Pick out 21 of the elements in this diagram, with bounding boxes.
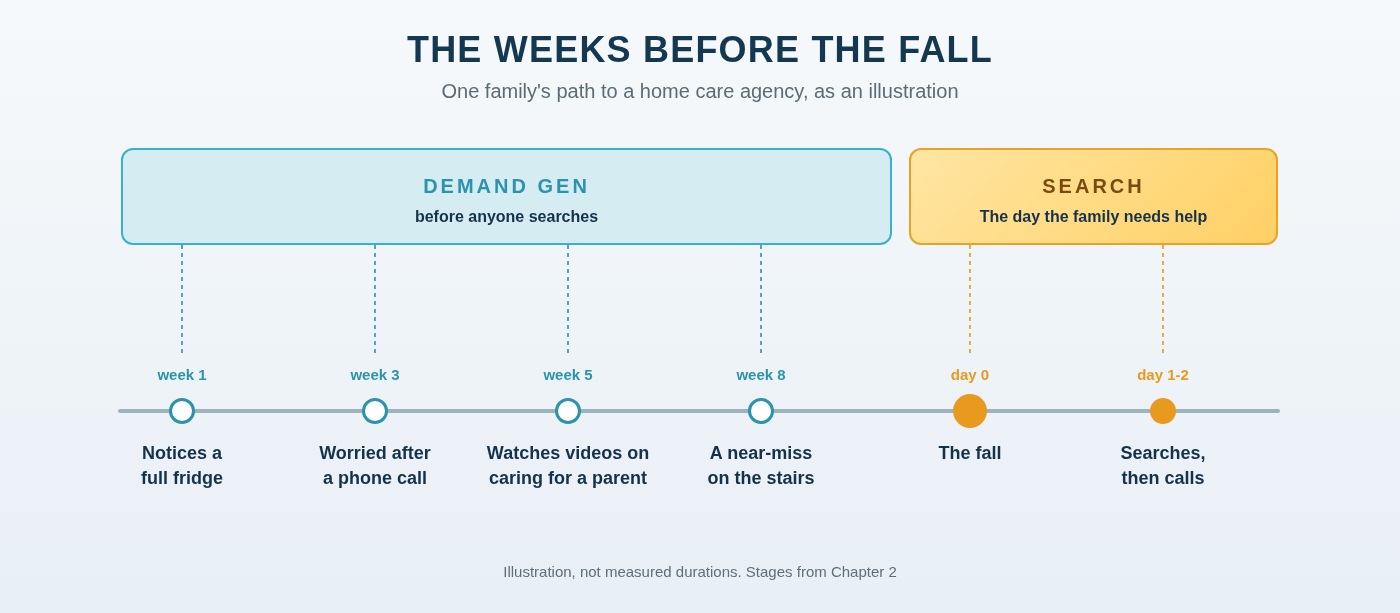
diagram-title: THE WEEKS BEFORE THE FALL xyxy=(407,28,993,72)
event-label: Notices a full fridge xyxy=(140,442,224,490)
band-heading: DEMAND GEN xyxy=(423,174,590,198)
time-label: week 5 xyxy=(543,365,593,385)
band-description: before anyone searches xyxy=(414,207,599,227)
subtitle: One family's path to a home care agency, as an illustration xyxy=(441,79,959,103)
phase-band xyxy=(121,148,892,245)
time-label: week 1 xyxy=(157,365,207,385)
time-label: day 1-2 xyxy=(1137,365,1189,385)
time-label: week 3 xyxy=(350,365,400,385)
band-heading: SEARCH xyxy=(1042,174,1145,198)
time-label: day 0 xyxy=(950,365,990,385)
event-label: Worried after a phone call xyxy=(318,442,432,490)
time-label: week 8 xyxy=(736,365,786,385)
footnote: Illustration, not measured durations. Stages from Chapter 2 xyxy=(503,562,897,582)
phase-band xyxy=(909,148,1278,245)
band-description: The day the family needs help xyxy=(979,207,1208,227)
event-label: The fall xyxy=(937,442,1003,465)
event-label: Watches videos on caring for a parent xyxy=(485,442,651,490)
event-label: Searches, then calls xyxy=(1119,442,1207,490)
event-label: A near-miss on the stairs xyxy=(706,442,816,490)
